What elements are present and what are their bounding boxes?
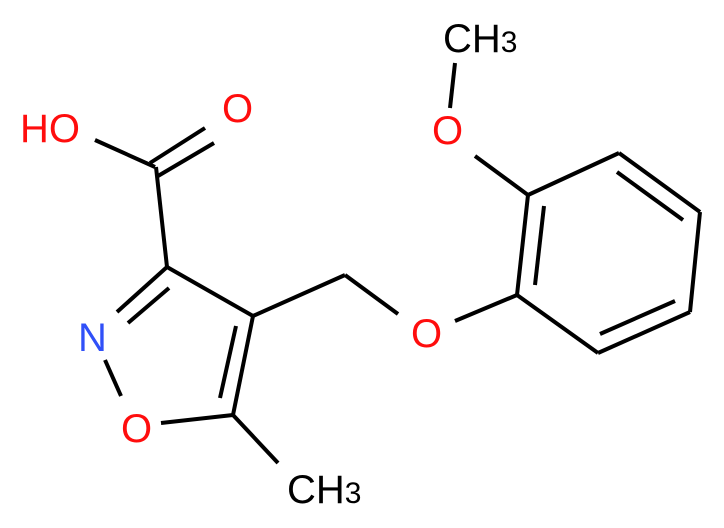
hydroxyl-label: HO [20,107,80,151]
carbonyl-oxygen-label: O [222,87,253,131]
bond-ar3-ar4 [617,151,702,214]
bond-c4-ch2 [252,273,346,318]
bond-ar2-ar3 [527,151,620,197]
ring-ch3-label: CH3 [287,468,361,512]
bond-c4-c3 [166,265,254,318]
ring-oxygen-label: O [121,407,152,451]
bond-ar5-ar6 [597,310,691,355]
methoxy-ch3-label: CH3 [443,17,517,61]
bond-c-o-double-a [148,126,207,165]
bond-c-oh [94,138,156,169]
bond-c3-n-b [126,286,171,325]
bond-c5-c4-a [231,315,255,416]
bond-ar6-ar1 [515,293,600,355]
bond-c3-n-a [115,265,169,314]
bond-ar3-ar4-inner [615,170,685,222]
bond-o-ch3 [448,62,457,109]
bond-o-c5 [160,413,234,425]
bond-c5-c4-b [218,325,238,399]
bond-ar1-ar2-inner [533,205,546,286]
methoxy-oxygen-label: O [432,109,463,153]
bond-ch2-o [343,273,400,316]
bond-n-o [103,359,123,397]
ring-nitrogen-label: N [78,316,107,360]
bond-acid-c3 [154,166,169,268]
bond-c5-ch3 [231,413,280,465]
bond-ar5-ar6-inner [599,299,676,336]
bond-ar1-ar2 [515,194,530,296]
bond-o-aryl [454,293,518,323]
bond-c-o-double-b [156,141,216,178]
bond-ar2-ome [473,154,530,197]
bond-ar4-ar5 [688,211,702,313]
ether-oxygen-label: O [411,312,442,356]
